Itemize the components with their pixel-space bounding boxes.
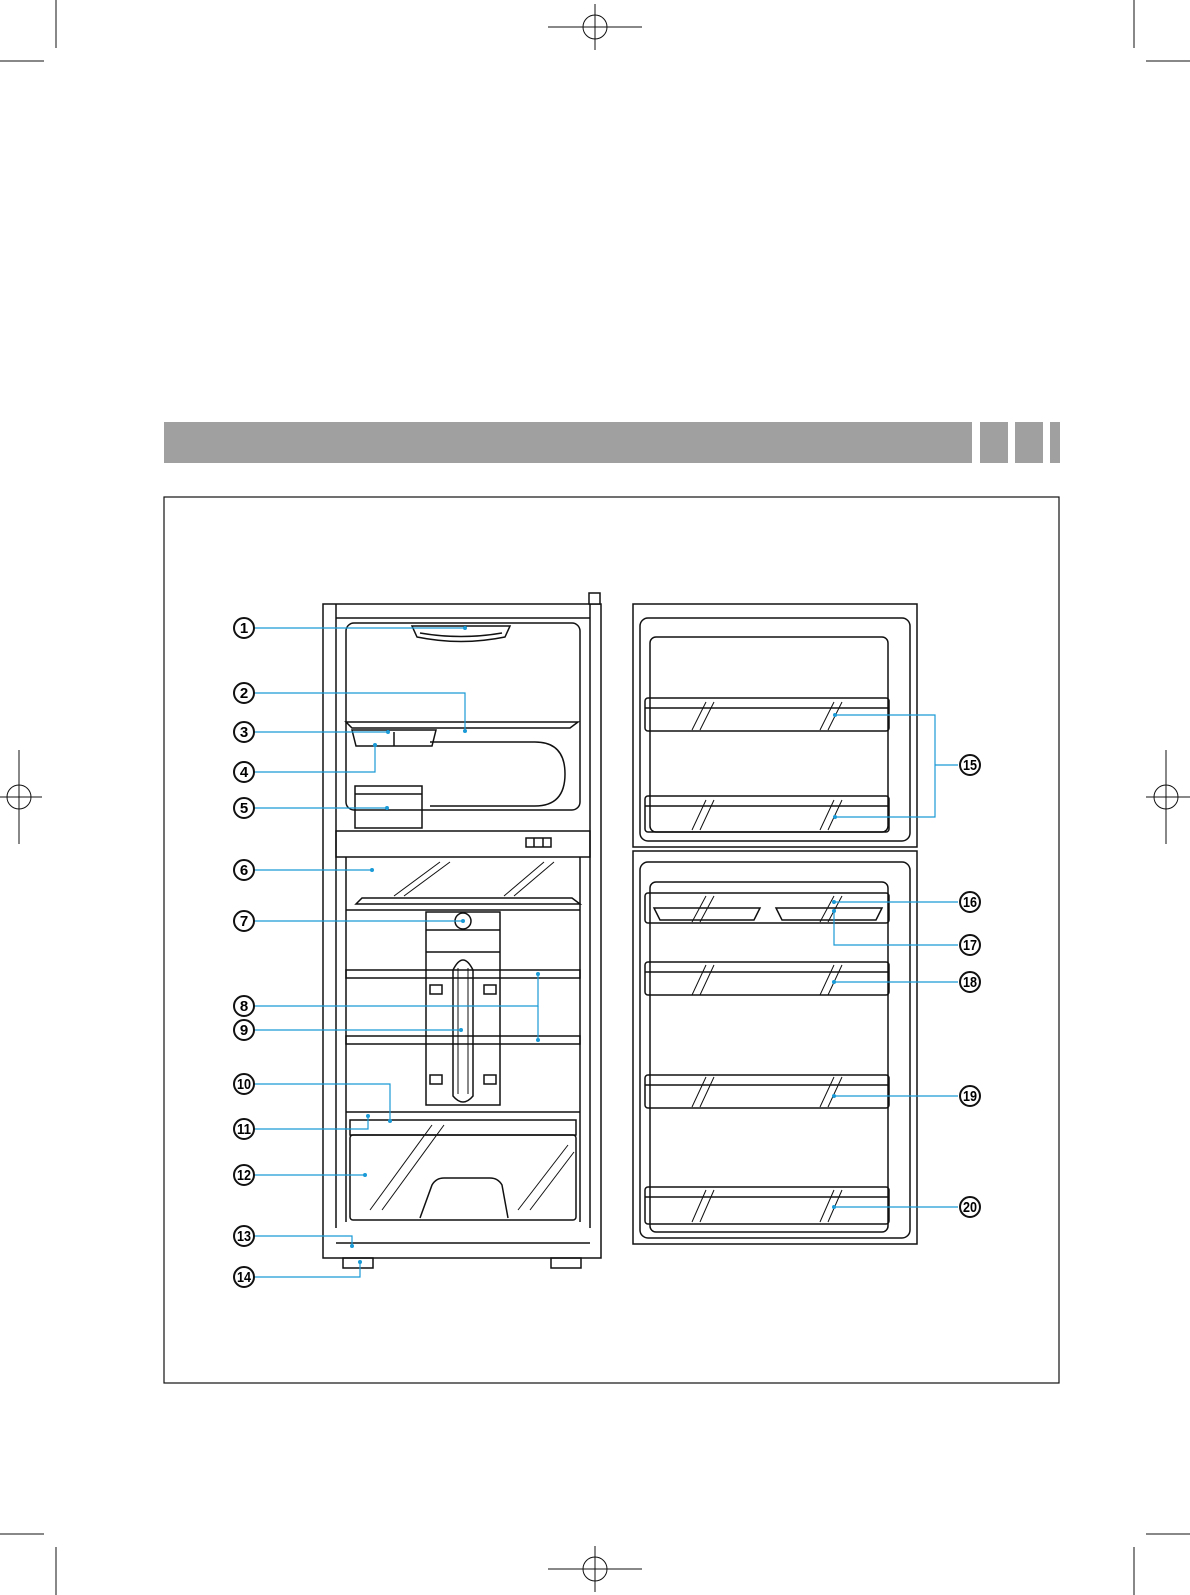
callout-18: 18 <box>960 972 980 992</box>
refrigerator-door <box>633 851 917 1244</box>
callout-15: 15 <box>960 755 980 775</box>
callout-number: 5 <box>240 800 248 817</box>
callout-number: 6 <box>240 862 248 879</box>
callout-11: 11 <box>234 1119 254 1139</box>
callout-19: 19 <box>960 1086 980 1106</box>
header-bar-block <box>1050 422 1060 463</box>
callout-number: 7 <box>240 913 248 930</box>
callout-12: 12 <box>234 1165 254 1185</box>
callout-3: 3 <box>234 722 254 742</box>
callout-number: 10 <box>237 1076 251 1093</box>
callout-number: 14 <box>237 1269 252 1286</box>
callout-number: 8 <box>240 998 248 1015</box>
callout-4: 4 <box>234 762 254 782</box>
leveling-foot <box>551 1258 581 1268</box>
door-shelf <box>645 962 889 995</box>
leader-lines <box>254 628 958 1277</box>
callout-number: 12 <box>237 1167 251 1184</box>
callout-2: 2 <box>234 683 254 703</box>
freezer-shelf <box>346 722 578 728</box>
callout-17: 17 <box>960 935 980 955</box>
registration-mark-left <box>0 750 42 844</box>
control-panel <box>336 831 590 857</box>
freezer-door <box>633 604 917 847</box>
shelf <box>346 970 580 978</box>
callout-number: 4 <box>240 764 249 781</box>
callout-number: 1 <box>240 620 248 637</box>
evaporator-drum <box>430 742 565 806</box>
chiller-tray <box>356 898 580 904</box>
hinge-top <box>589 593 600 604</box>
header-bar-main <box>164 422 972 463</box>
egg-tray <box>776 908 882 920</box>
callout-number: 19 <box>963 1088 977 1105</box>
section-header-bar <box>164 422 1060 463</box>
callout-16: 16 <box>960 892 980 912</box>
refrigerator-cabinet <box>323 593 601 1268</box>
freezer-door-outline <box>633 604 917 847</box>
callout-number: 20 <box>963 1199 977 1216</box>
temperature-control-knob <box>526 838 551 847</box>
callout-5: 5 <box>234 798 254 818</box>
door-shelf <box>645 1075 889 1108</box>
callout-number: 13 <box>237 1228 251 1245</box>
air-vent <box>453 960 473 1102</box>
callout-number: 2 <box>240 685 248 702</box>
callout-6: 6 <box>234 860 254 880</box>
callout-20: 20 <box>960 1197 980 1217</box>
freezer-compartment <box>346 623 580 810</box>
callout-number: 18 <box>963 974 977 991</box>
callout-10: 10 <box>234 1074 254 1094</box>
callout-14: 14 <box>234 1267 254 1287</box>
crisper-cover <box>350 1120 576 1135</box>
callout-number: 9 <box>240 1022 248 1039</box>
callout-number: 15 <box>963 757 977 774</box>
callout-1: 1 <box>234 618 254 638</box>
refrigerator-door-outline <box>633 851 917 1244</box>
diagram-frame <box>164 497 1059 1383</box>
callout-9: 9 <box>234 1020 254 1040</box>
callout-13: 13 <box>234 1226 254 1246</box>
callout-number: 17 <box>963 937 977 954</box>
callout-number: 16 <box>963 894 977 911</box>
header-bar-block <box>980 422 1008 463</box>
registration-mark-top <box>548 4 642 50</box>
callout-7: 7 <box>234 911 254 931</box>
callout-number: 11 <box>237 1121 251 1138</box>
cabinet-outline <box>323 604 601 1258</box>
callout-8: 8 <box>234 996 254 1016</box>
registration-mark-right <box>1146 750 1190 844</box>
shelf <box>346 1036 580 1044</box>
door-shelf <box>645 796 889 832</box>
registration-mark-bottom <box>548 1546 642 1592</box>
air-duct <box>426 912 500 1105</box>
header-bar-block <box>1015 422 1043 463</box>
callout-number: 3 <box>240 724 248 741</box>
leveling-foot <box>343 1258 373 1268</box>
bottle-shelf <box>645 1187 889 1224</box>
